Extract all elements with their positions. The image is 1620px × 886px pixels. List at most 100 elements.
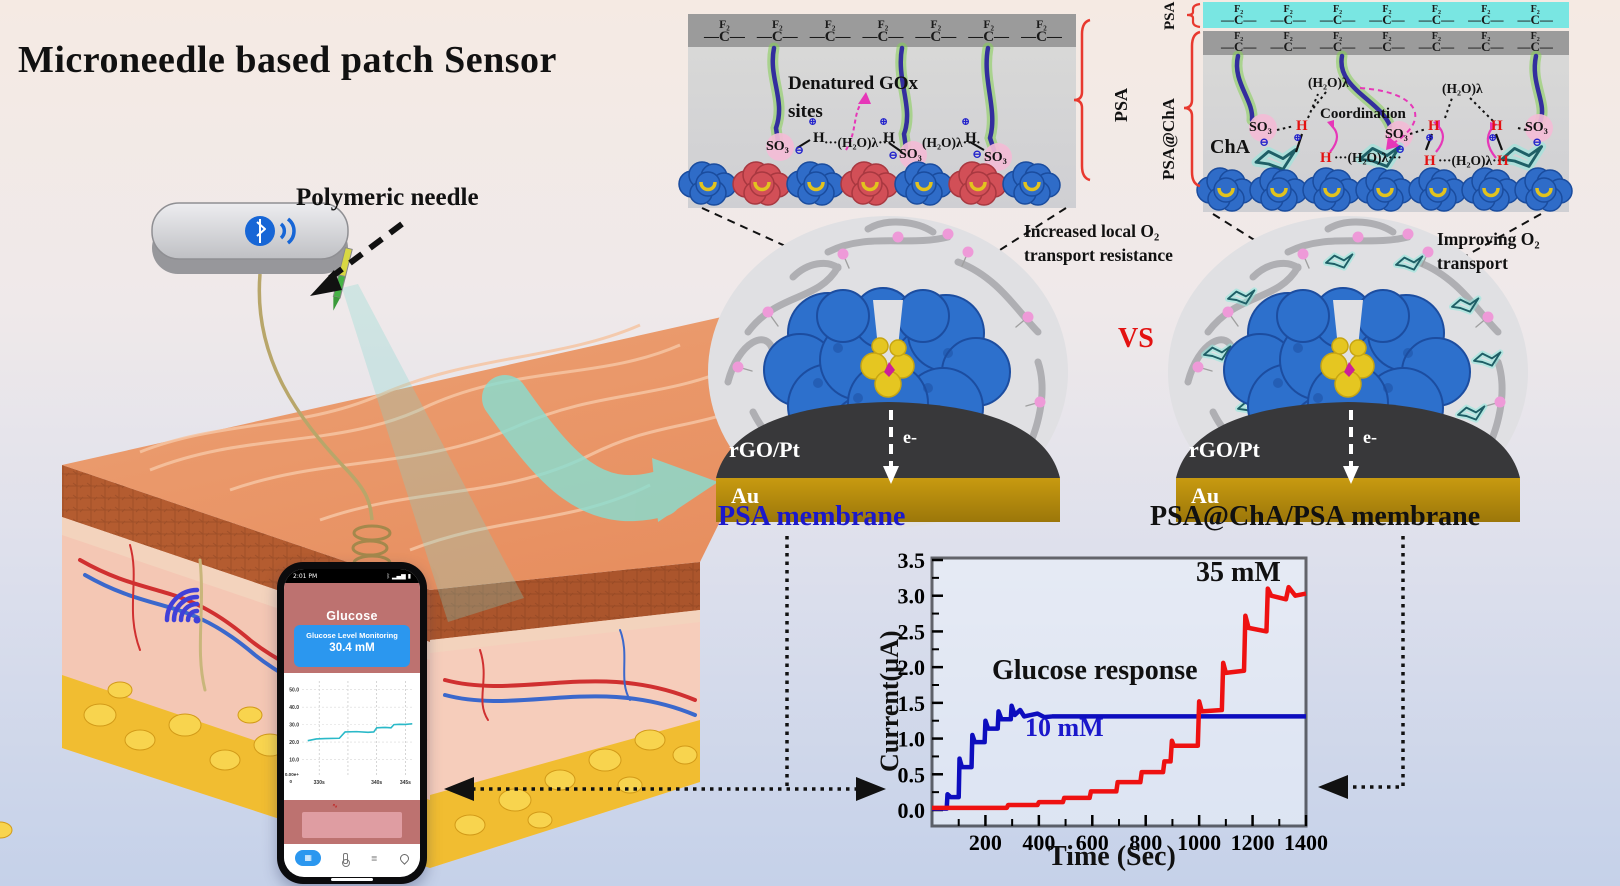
series-35 mM bbox=[932, 584, 1307, 811]
home-indicator[interactable] bbox=[331, 878, 373, 881]
footer-button[interactable] bbox=[302, 812, 402, 838]
phone-status-bar: 2:01 PM ᛒ ▂▄▆ ▮ bbox=[284, 569, 420, 583]
minus-icon: ⊖ bbox=[1532, 135, 1543, 149]
chart-xlabel: Time (Sec) bbox=[1048, 841, 1176, 872]
o2-resistance-line1: Increased local O₂ bbox=[1024, 221, 1160, 241]
gold-label-left: Au bbox=[731, 483, 760, 508]
psa-brace bbox=[1073, 18, 1091, 182]
glucose-level-card[interactable]: Glucose Level Monitoring 30.4 mM bbox=[294, 625, 410, 667]
electron-label-right: e- bbox=[1363, 427, 1377, 447]
water-label: (H₂O)λ bbox=[1308, 75, 1349, 90]
svg-text:40.0: 40.0 bbox=[289, 705, 299, 711]
water-label: (H₂O)λ bbox=[1442, 81, 1483, 96]
plus-icon: ⊕ bbox=[961, 116, 971, 128]
chart-title: Glucose response bbox=[992, 655, 1198, 686]
h-label: H bbox=[813, 130, 825, 146]
svg-text:340s: 340s bbox=[371, 780, 382, 786]
nav-location-icon[interactable] bbox=[397, 851, 411, 865]
so3-label: SO₃ bbox=[899, 147, 922, 162]
svg-text:1400: 1400 bbox=[1284, 830, 1328, 855]
series-35mm-label: 35 mM bbox=[1196, 557, 1281, 588]
svg-text:3.5: 3.5 bbox=[898, 548, 926, 573]
phone-nav-bar: ▦ ≣ bbox=[284, 844, 420, 872]
polymeric-needle-label: Polymeric needle bbox=[296, 184, 479, 211]
svg-text:330s: 330s bbox=[314, 780, 325, 786]
plus-icon: ⊕ bbox=[1488, 132, 1498, 144]
minus-icon: ⊖ bbox=[794, 143, 805, 157]
needle-pointer-arrow bbox=[328, 221, 404, 281]
so3-label: SO₃ bbox=[766, 139, 789, 154]
phone-app-header: Glucose Glucose Level Monitoring 30.4 mM bbox=[284, 583, 420, 673]
so3-label: SO₃ bbox=[984, 150, 1007, 165]
gold-substrate-left bbox=[716, 478, 1060, 522]
psa-membrane-diagram bbox=[678, 14, 1091, 318]
chart-ylabel: Current(µA) bbox=[875, 630, 904, 772]
nav-list-icon[interactable]: ≣ bbox=[370, 853, 378, 863]
h-label: H bbox=[1428, 118, 1440, 134]
plus-icon: ⊕ bbox=[1425, 132, 1435, 144]
plus-icon: ⊕ bbox=[879, 116, 889, 128]
h-label: H bbox=[1424, 153, 1436, 169]
fluoropolymer-chain-right: F₂—C—F₂—C—F₂—C—F₂—C—F₂—C—F₂—C—F₂—C— bbox=[1221, 30, 1553, 55]
o2-improving-line1: Improving O₂ bbox=[1437, 229, 1540, 249]
series-10 mM bbox=[932, 703, 1306, 811]
svg-text:400: 400 bbox=[1022, 830, 1055, 855]
svg-text:0: 0 bbox=[289, 779, 292, 784]
gox-protein-row-left bbox=[678, 161, 1061, 206]
o2-resistance-line2: transport resistance bbox=[1024, 245, 1173, 265]
water-label: ···(H₂O)λ···· bbox=[824, 135, 897, 150]
nav-dashboard-icon[interactable]: ▦ bbox=[295, 850, 322, 866]
psa-membrane-dome bbox=[708, 216, 1068, 528]
water-label: ···(H₂O)λ··· bbox=[1334, 150, 1402, 165]
h-label: H bbox=[1497, 153, 1509, 169]
h-label: H bbox=[1320, 150, 1332, 166]
fluoropolymer-chain-top-right: F₂—C—F₂—C—F₂—C—F₂—C—F₂—C—F₂—C—F₂—C— bbox=[1221, 3, 1553, 28]
h-label: H bbox=[883, 130, 895, 146]
status-time: 2:01 PM bbox=[293, 572, 318, 580]
svg-text:1200: 1200 bbox=[1231, 830, 1275, 855]
svg-text:3.0: 3.0 bbox=[898, 584, 926, 609]
fluoropolymer-chain-left: F₂—C—F₂—C—F₂—C—F₂—C—F₂—C—F₂—C—F₂—C— bbox=[704, 18, 1062, 46]
water-label: (H₂O)λ···· bbox=[922, 135, 981, 150]
svg-text:600: 600 bbox=[1076, 830, 1109, 855]
series-10mm-label: 10 mM bbox=[1025, 713, 1104, 742]
psa-top-brace bbox=[1186, 2, 1201, 29]
psa-top-brace-label: PSA bbox=[1162, 1, 1178, 30]
patch-sensor bbox=[151, 202, 349, 274]
svg-text:50.0: 50.0 bbox=[289, 688, 299, 694]
flow-arrow bbox=[482, 375, 718, 522]
coordination-label: Coordination bbox=[1320, 106, 1406, 122]
svg-text:2.0: 2.0 bbox=[898, 655, 926, 680]
sensing-beam bbox=[342, 284, 524, 622]
svg-text:2.5: 2.5 bbox=[898, 619, 926, 644]
plus-icon: ⊕ bbox=[1293, 132, 1303, 144]
psa-cha-membrane-diagram bbox=[1183, 2, 1573, 316]
plus-icon: ⊕ bbox=[808, 116, 818, 128]
minus-icon: ⊖ bbox=[888, 148, 899, 162]
minus-icon: ⊖ bbox=[1395, 142, 1406, 156]
svg-text:10.0: 10.0 bbox=[289, 758, 299, 764]
h-label: H bbox=[965, 130, 977, 146]
status-icons: ᛒ ▂▄▆ ▮ bbox=[386, 572, 411, 580]
svg-text:0.0: 0.0 bbox=[898, 798, 926, 823]
app-title: Glucose bbox=[326, 609, 378, 623]
svg-text:200: 200 bbox=[969, 830, 1002, 855]
svg-text:0.00e+: 0.00e+ bbox=[285, 772, 299, 777]
svg-text:800: 800 bbox=[1129, 830, 1162, 855]
psa-membrane-label: PSA membrane bbox=[718, 501, 906, 532]
minus-icon: ⊖ bbox=[1259, 135, 1270, 149]
nav-thermometer-icon[interactable] bbox=[341, 852, 350, 867]
denatured-gox-label: Denatured GOx sites bbox=[788, 73, 919, 122]
polymer-chains-left bbox=[767, 42, 1000, 156]
connector-arrows bbox=[444, 536, 1405, 801]
svg-text:0.5: 0.5 bbox=[898, 762, 926, 787]
water-label: ···(H₂O)λ··· bbox=[1438, 153, 1506, 168]
h-label: H bbox=[1296, 118, 1308, 134]
svg-text:1000: 1000 bbox=[1177, 830, 1221, 855]
card-value: 30.4 mM bbox=[329, 642, 375, 654]
svg-text:1.0: 1.0 bbox=[898, 727, 926, 752]
gox-protein-row-right bbox=[1196, 167, 1573, 212]
gold-label-right: Au bbox=[1191, 483, 1220, 508]
